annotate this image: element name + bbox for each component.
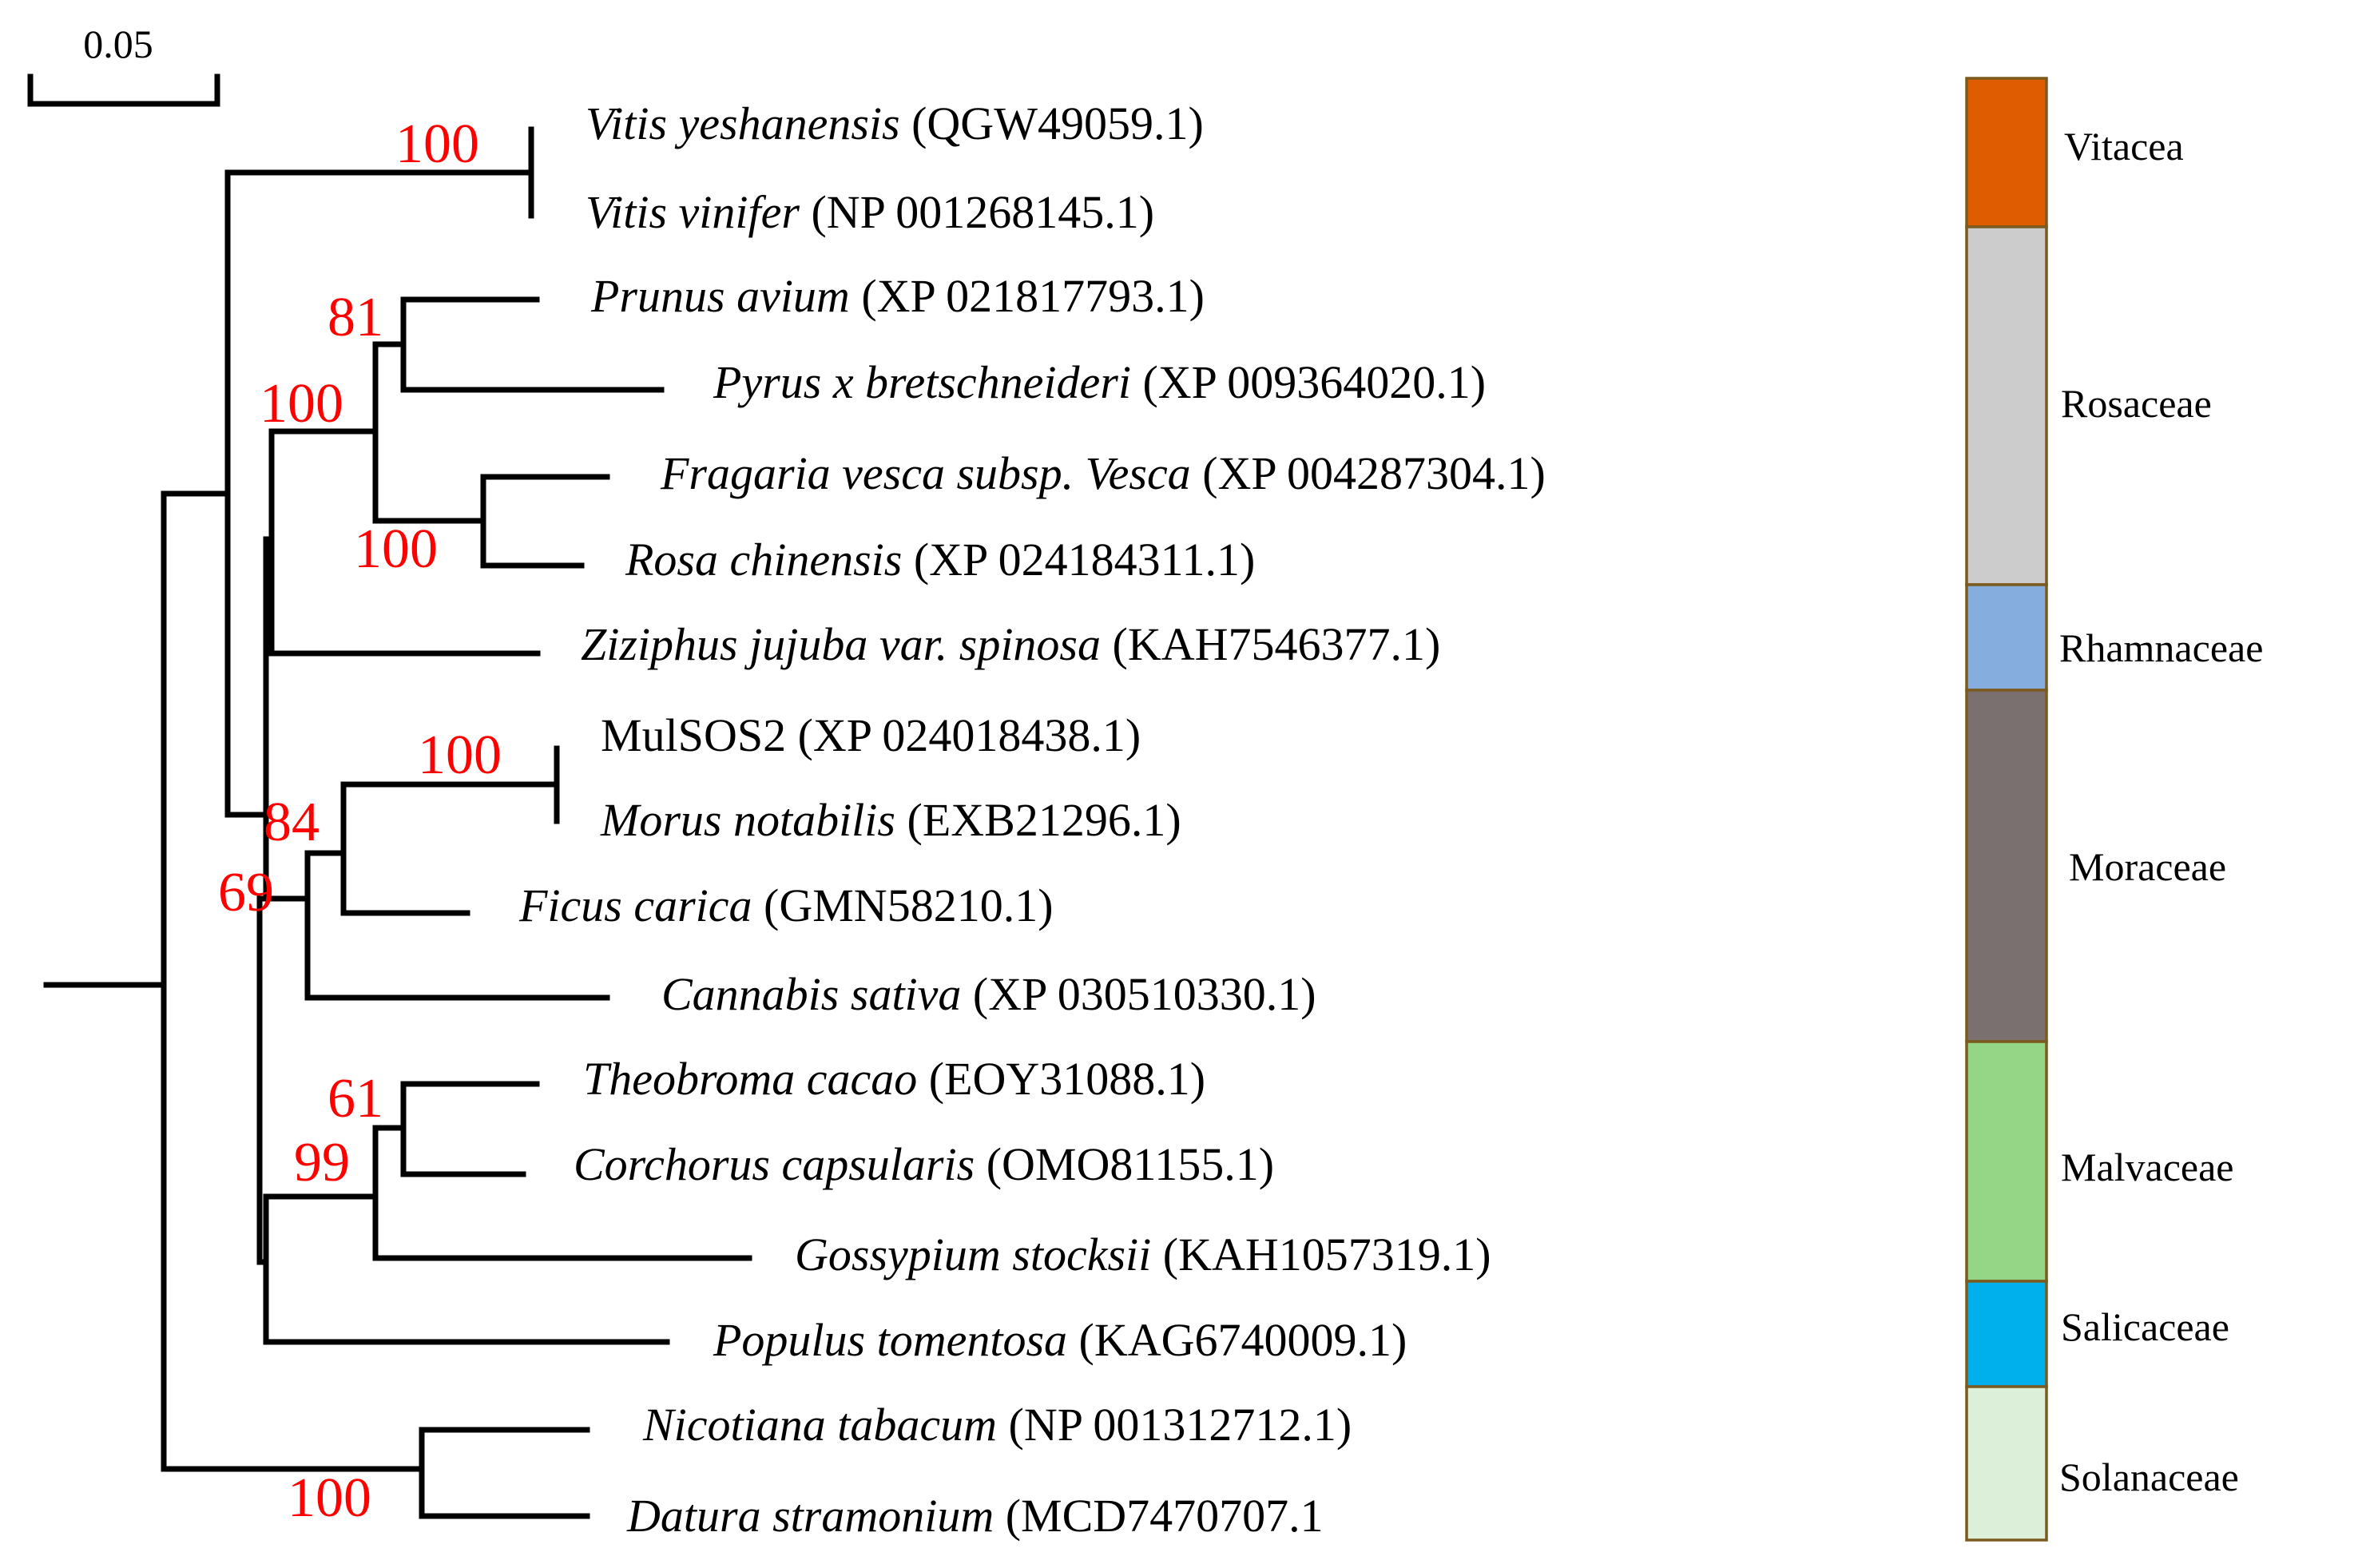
bootstrap-value: 100 bbox=[288, 1467, 371, 1529]
branch-vitis-clade bbox=[224, 126, 534, 219]
branch-solanaceae-clade bbox=[161, 1427, 590, 1519]
taxon-label: Fragaria vesca subsp. Vesca (XP 00428730… bbox=[660, 447, 1546, 499]
bootstrap-value: 100 bbox=[354, 518, 438, 580]
bootstrap-value: 84 bbox=[264, 792, 320, 853]
branch-moraceae bbox=[263, 745, 610, 1001]
branch-fragaria-rosa bbox=[372, 474, 610, 569]
family-legend: Vitacea Rosaceae Rhamnaceae Moraceae Mal… bbox=[1965, 77, 2263, 1542]
branch-ingroup bbox=[161, 169, 255, 818]
branch-prunus-pyrus bbox=[372, 296, 665, 393]
taxon-label: Rosa chinensis (XP 024184311.1) bbox=[625, 534, 1255, 586]
taxon-label: Prunus avium (XP 021817793.1) bbox=[590, 270, 1205, 322]
taxon-label: Gossypium stocksii (KAH1057319.1) bbox=[795, 1229, 1491, 1280]
family-block-moraceae bbox=[1965, 689, 2048, 1043]
taxon-label: Corchorus capsularis (OMO81155.1) bbox=[574, 1138, 1274, 1190]
family-block-malvaceae bbox=[1965, 1040, 2048, 1283]
bootstrap-value: 100 bbox=[395, 113, 479, 175]
family-label: Vitacea bbox=[2064, 124, 2184, 169]
bootstrap-values: 100 81 100 100 100 84 69 61 99 100 bbox=[218, 113, 502, 1529]
branch-rosids-a bbox=[263, 341, 541, 657]
scale-bar-label: 0.05 bbox=[83, 22, 153, 66]
taxon-label: Vitis yeshanensis (QGW49059.1) bbox=[586, 97, 1204, 149]
taxon-label: Datura stramonium (MCD7470707.1 bbox=[626, 1490, 1324, 1542]
family-label: Malvaceae bbox=[2061, 1145, 2234, 1189]
bootstrap-value: 100 bbox=[260, 373, 343, 435]
bootstrap-value: 69 bbox=[218, 862, 274, 923]
taxon-labels: Vitis yeshanensis (QGW49059.1) Vitis vin… bbox=[518, 97, 1546, 1542]
family-block-vitacea bbox=[1965, 77, 2048, 228]
family-block-salicaceae bbox=[1965, 1280, 2048, 1388]
family-label: Solanaceae bbox=[2059, 1455, 2239, 1499]
family-block-solanaceae bbox=[1965, 1385, 2048, 1542]
taxon-label: Nicotiana tabacum (NP 001312712.1) bbox=[642, 1399, 1352, 1451]
family-label: Rhamnaceae bbox=[2059, 625, 2263, 670]
family-block-rhamnaceae bbox=[1965, 583, 2048, 692]
family-label: Salicaceae bbox=[2061, 1304, 2229, 1349]
taxon-label: Ficus carica (GMN58210.1) bbox=[518, 879, 1054, 931]
bootstrap-value: 61 bbox=[328, 1068, 383, 1129]
taxon-label: Populus tomentosa (KAG6740009.1) bbox=[713, 1314, 1407, 1366]
root-branch bbox=[43, 490, 167, 1472]
bootstrap-value: 100 bbox=[418, 724, 502, 786]
taxon-label: Pyrus x bretschneideri (XP 009364020.1) bbox=[713, 356, 1486, 408]
taxon-label: Cannabis sativa (XP 030510330.1) bbox=[661, 968, 1316, 1020]
taxon-label: Ziziphus jujuba var. spinosa (KAH7546377… bbox=[581, 618, 1440, 670]
taxon-label: MulSOS2 (XP 024018438.1) bbox=[601, 709, 1141, 761]
bootstrap-value: 99 bbox=[294, 1132, 350, 1193]
scale-bar: 0.05 bbox=[27, 22, 220, 107]
family-label: Moraceae bbox=[2069, 844, 2226, 889]
branch-core-axis bbox=[248, 536, 269, 902]
family-block-rosaceae bbox=[1965, 225, 2048, 586]
taxon-label: Theobroma cacao (EOY31088.1) bbox=[583, 1053, 1205, 1105]
branch-malvids bbox=[256, 895, 752, 1345]
tree-branches bbox=[43, 126, 752, 1519]
bootstrap-value: 81 bbox=[328, 287, 383, 348]
scale-bar-line bbox=[27, 73, 220, 107]
taxon-label: Morus notabilis (EXB21296.1) bbox=[600, 794, 1181, 846]
taxon-label: Vitis vinifer (NP 001268145.1) bbox=[586, 186, 1154, 238]
family-label: Rosaceae bbox=[2061, 381, 2212, 426]
